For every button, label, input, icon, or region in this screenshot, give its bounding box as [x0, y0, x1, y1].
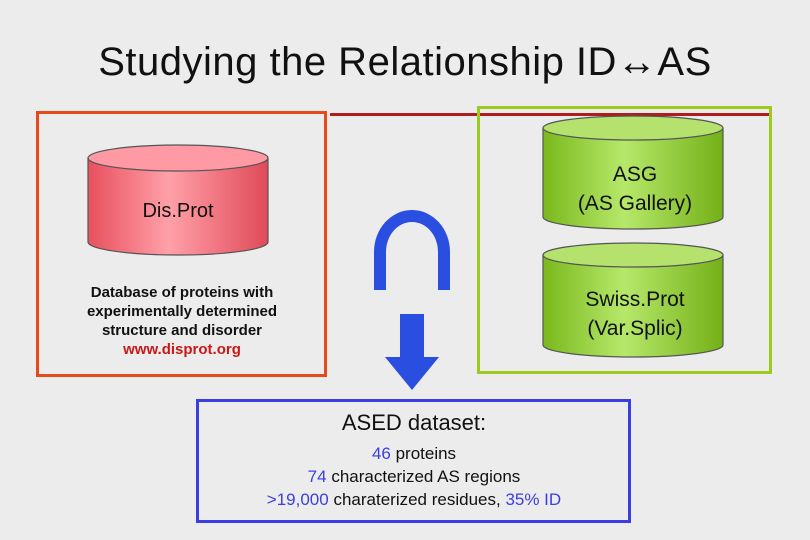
swissprot-label-line1: Swiss.Prot: [585, 288, 685, 311]
disprot-box: [36, 111, 327, 377]
swissprot-cylinder: [542, 242, 724, 358]
ased-regions-text: characterized AS regions: [326, 467, 521, 486]
disprot-label: Dis.Prot: [142, 200, 214, 222]
asg-label-line1: ASG: [612, 163, 658, 186]
disprot-cylinder: [87, 144, 269, 256]
intersection-icon: [374, 210, 450, 290]
ased-proteins-text: proteins: [390, 444, 457, 463]
ased-residues-text: charaterized residues,: [328, 490, 506, 509]
ased-box: [196, 399, 631, 523]
disprot-desc-line3: structure and disorder: [101, 322, 263, 339]
down-arrow-icon: [385, 314, 439, 390]
ased-proteins-line: 46 proteins: [199, 442, 629, 465]
asg-cylinder: [542, 115, 724, 230]
disprot-desc-line2: experimentally determined: [86, 303, 278, 320]
ased-proteins-value: 46: [371, 444, 391, 463]
disprot-description: Database of proteins with experimentally…: [50, 283, 314, 359]
ased-residues-value: >19,000: [266, 490, 329, 509]
asg-swissprot-box: [477, 106, 772, 374]
ased-id-value: 35% ID: [505, 490, 562, 509]
ased-residues-line: >19,000 charaterized residues, 35% ID: [199, 488, 629, 511]
ased-regions-line: 74 characterized AS regions: [199, 465, 629, 488]
swissprot-label: Swiss.Prot (Var.Splic): [545, 285, 725, 343]
swissprot-label-line2: (Var.Splic): [587, 317, 683, 340]
title-rule: [330, 113, 770, 116]
ased-heading: ASED dataset:: [341, 410, 487, 435]
disprot-url[interactable]: www.disprot.org: [123, 341, 241, 358]
ased-summary: ASED dataset: 46 proteins 74 characteriz…: [199, 410, 629, 511]
asg-label-line2: (AS Gallery): [577, 192, 693, 215]
slide-title: Studying the Relationship ID↔AS: [98, 40, 712, 84]
ased-regions-value: 74: [307, 467, 327, 486]
asg-label: ASG (AS Gallery): [545, 160, 725, 218]
disprot-desc-line1: Database of proteins with: [90, 284, 274, 301]
